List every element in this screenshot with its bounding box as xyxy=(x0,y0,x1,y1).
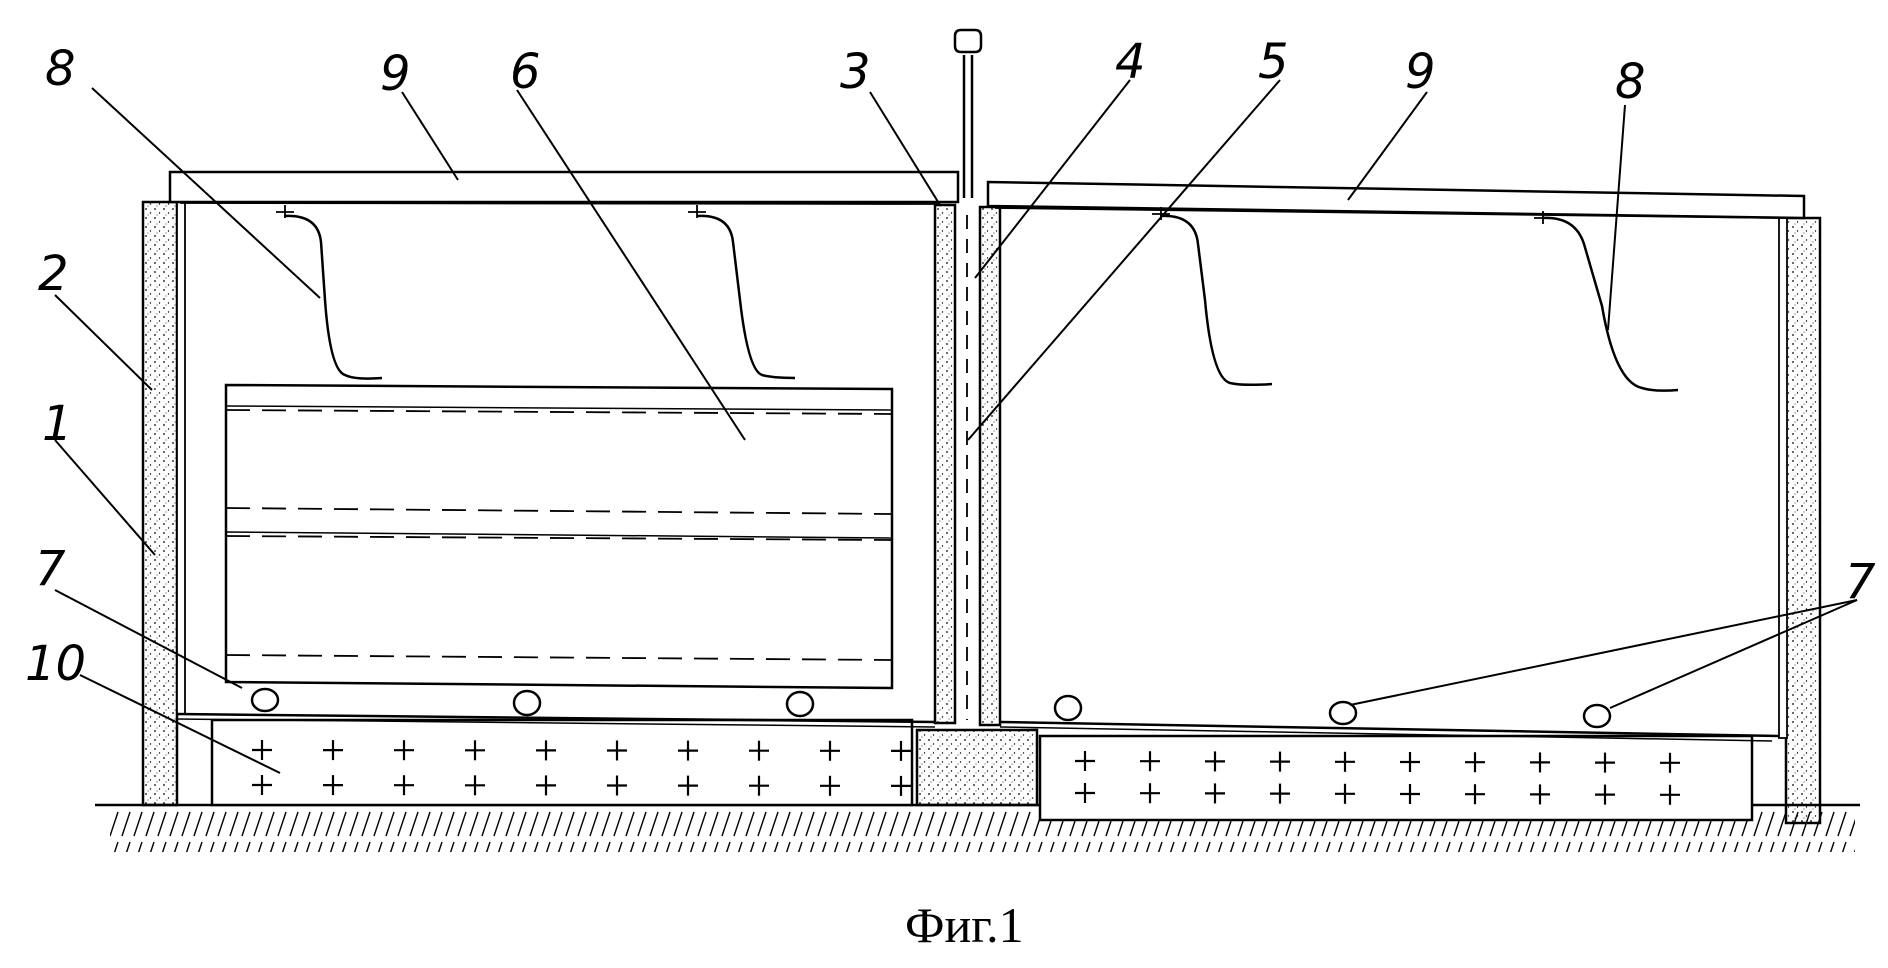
label-8-left: 8 xyxy=(45,41,76,97)
base-block-left xyxy=(212,720,912,805)
central-partition xyxy=(935,205,1000,725)
label-3: 3 xyxy=(840,44,871,100)
label-7-left: 7 xyxy=(35,541,66,597)
right-inner-lining xyxy=(1779,218,1787,738)
label-5: 5 xyxy=(1258,34,1289,90)
central-base-block xyxy=(917,730,1037,805)
left-inner-lining xyxy=(177,202,185,714)
left-lid xyxy=(170,172,958,202)
label-9-left: 9 xyxy=(380,46,411,102)
label-7-right: 7 xyxy=(1845,554,1876,610)
label-8-right: 8 xyxy=(1615,54,1646,110)
right-outer-wall xyxy=(1786,218,1820,823)
figure-caption: Фиг.1 xyxy=(905,897,1024,953)
label-1: 1 xyxy=(42,396,73,452)
label-6: 6 xyxy=(510,44,541,100)
base-block-right xyxy=(1040,736,1752,820)
cargo-block xyxy=(226,385,892,688)
label-9-right: 9 xyxy=(1405,44,1436,100)
label-2: 2 xyxy=(38,246,69,302)
label-10: 10 xyxy=(25,636,86,692)
hooks xyxy=(276,205,1678,391)
label-4: 4 xyxy=(1115,34,1146,90)
